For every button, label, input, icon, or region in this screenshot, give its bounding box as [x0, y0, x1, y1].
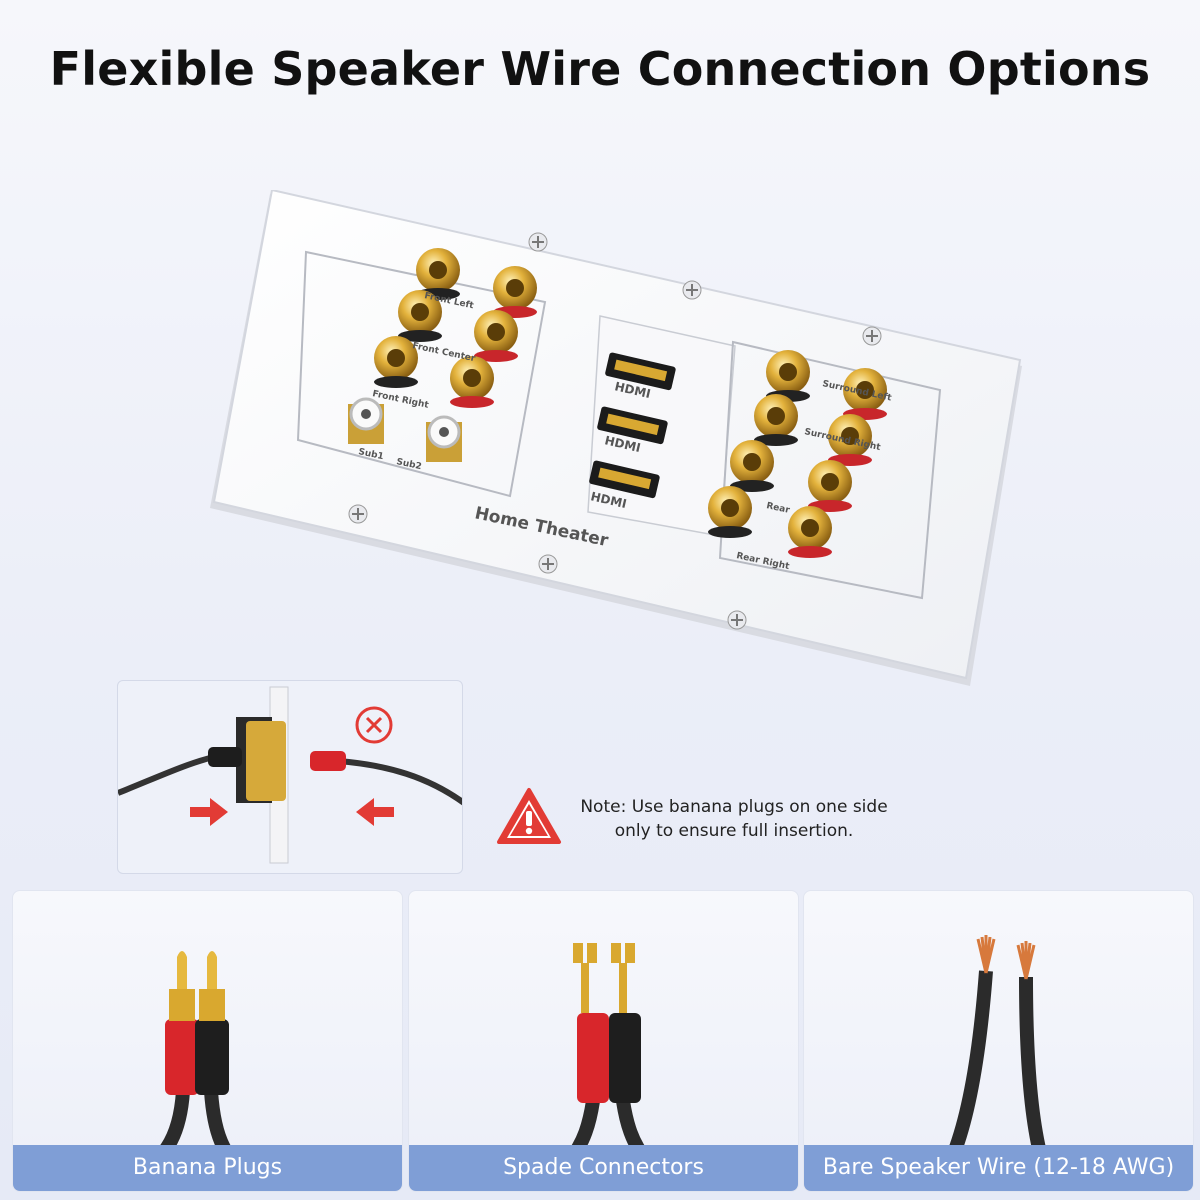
red-x-icon [355, 706, 393, 744]
arrow-right-icon [190, 798, 228, 826]
hdmi-port [589, 460, 660, 499]
option-bare-speaker-wire: Bare Speaker Wire (12-18 AWG) [803, 890, 1194, 1192]
label-rear: Rear [765, 501, 791, 516]
option-banana-plugs: Banana Plugs [12, 890, 403, 1192]
page-title: Flexible Speaker Wire Connection Options [49, 42, 1151, 96]
binding-posts-right [708, 350, 887, 558]
warning-triangle-icon [497, 788, 561, 844]
caption-bare-speaker-wire: Bare Speaker Wire (12-18 AWG) [804, 1145, 1193, 1191]
caption-spade-connectors: Spade Connectors [409, 1145, 798, 1191]
note-text: Note: Use banana plugs on one side only … [580, 797, 888, 841]
option-spade-connectors: Spade Connectors [408, 890, 799, 1192]
banana-plug-warning-inset [117, 680, 463, 874]
hdmi-port [605, 352, 676, 391]
binding-posts-left [348, 248, 537, 462]
caption-banana-plugs: Banana Plugs [13, 1145, 402, 1191]
hdmi-port [597, 406, 668, 445]
arrow-left-icon [356, 798, 394, 826]
screw-icon [348, 232, 882, 630]
wall-plate-illustration: Front Left Front Center Front Right Sub1… [210, 190, 1030, 690]
